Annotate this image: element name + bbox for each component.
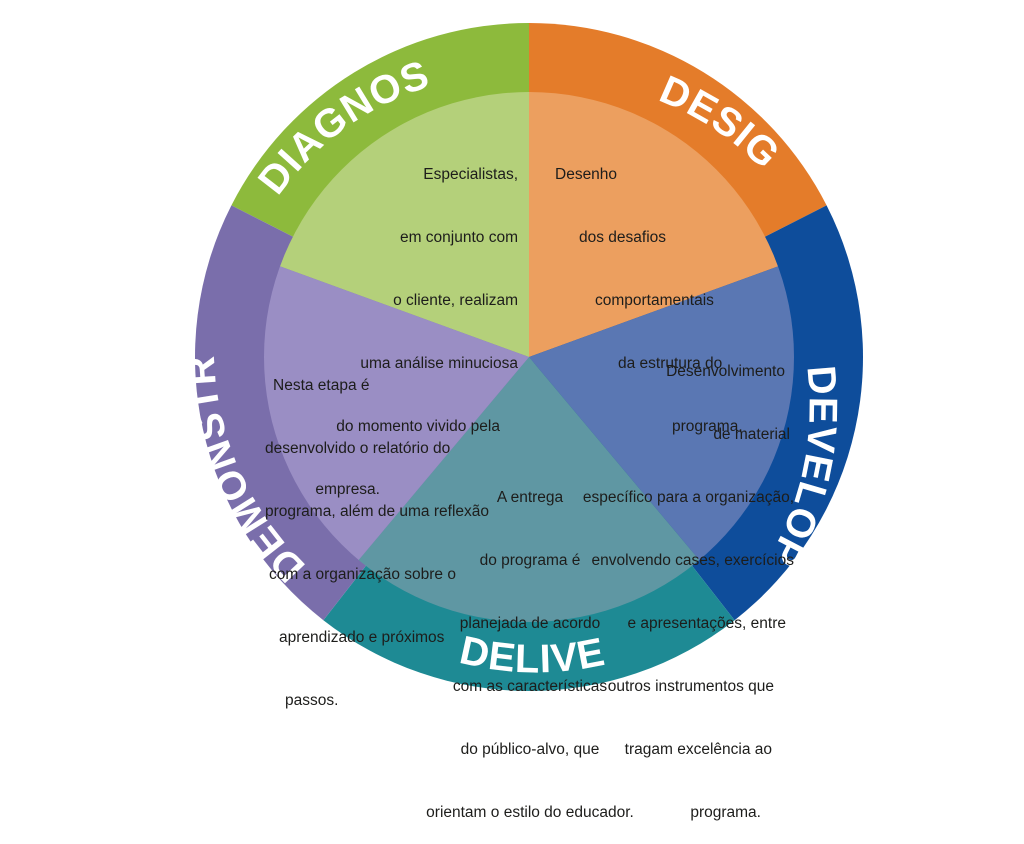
- diagnostic-line: Especialistas,: [423, 166, 518, 183]
- design-line: comportamentais: [595, 292, 714, 309]
- development-line: de material: [713, 426, 790, 443]
- demonstrate-line: passos.: [285, 692, 339, 709]
- diagnostic-line: o cliente, realizam: [393, 292, 518, 309]
- design-line: da estrutura do: [618, 355, 723, 372]
- demonstrate-description: Nesta etapa é desenvolvido o relatório d…: [265, 333, 505, 732]
- delivery-line: orientam o estilo do educador.: [426, 804, 634, 821]
- design-description: Desenho dos desafios comportamentais da …: [555, 122, 755, 458]
- delivery-line: do público-alvo, que: [460, 741, 600, 758]
- demonstrate-line: com a organização sobre o: [269, 566, 456, 583]
- development-line: outros instrumentos que: [607, 678, 774, 695]
- demonstrate-inner-segment: [264, 151, 529, 622]
- development-line: específico para a organização,: [582, 489, 794, 506]
- delivery-line: com as características: [452, 678, 608, 695]
- demonstrate-line: desenvolvido o relatório do: [265, 440, 451, 457]
- design-line: dos desafios: [579, 229, 667, 246]
- diagnostic-line: empresa.: [315, 481, 380, 498]
- delivery-inner-segment: [264, 357, 794, 622]
- demonstrate-line: programa, além de uma reflexão: [265, 503, 490, 520]
- development-inner-segment: [529, 151, 794, 622]
- diagnostic-inner-segment: [264, 92, 529, 357]
- cycle-diagram: DIAGNOSTIC DESIGN DEVELOPMENT DELIVERY D…: [194, 23, 863, 691]
- design-line: Desenho: [555, 166, 618, 183]
- delivery-line: do programa é: [479, 552, 581, 569]
- delivery-line: planejada de acordo: [459, 615, 601, 632]
- demonstrate-line: aprendizado e próximos: [279, 629, 445, 646]
- development-description: Desenvolvimento de material específico p…: [548, 319, 794, 844]
- design-inner-segment: [529, 92, 794, 357]
- diagnostic-line: em conjunto com: [399, 229, 518, 246]
- development-line: envolvendo cases, exercícios: [591, 552, 794, 569]
- diagnostic-description: Especialistas, em conjunto com o cliente…: [300, 122, 518, 521]
- delivery-line: A entrega: [496, 489, 564, 506]
- demonstrate-line: Nesta etapa é: [273, 377, 370, 394]
- diagnostic-line: do momento vivido pela: [336, 418, 500, 435]
- diagnostic-line: uma análise minuciosa: [360, 355, 518, 372]
- development-line: Desenvolvimento: [666, 363, 785, 380]
- inner-disk: [264, 92, 794, 622]
- design-line: programa.: [672, 418, 743, 435]
- development-line: e apresentações, entre: [627, 615, 786, 632]
- development-line: tragam excelência ao: [624, 741, 772, 758]
